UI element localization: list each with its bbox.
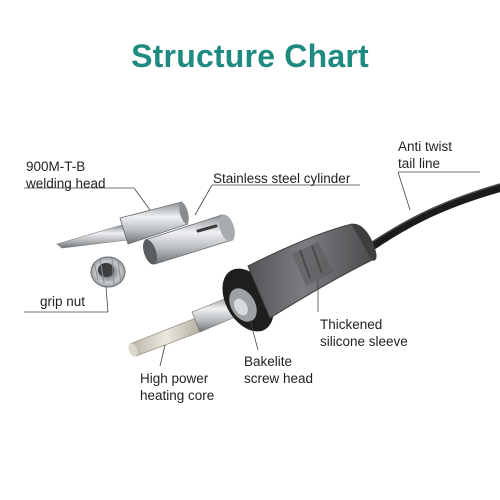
heating-core-label: High power heating core bbox=[140, 371, 215, 403]
welding-tip bbox=[56, 201, 189, 249]
heating-core bbox=[128, 317, 203, 357]
grip-nut-label: grip nut bbox=[40, 294, 86, 309]
grip-nut bbox=[90, 256, 126, 288]
tail-line-label: Anti twist tail line bbox=[398, 139, 453, 171]
bakelite-label: Bakelite screw head bbox=[244, 354, 314, 386]
cylinder-label: Stainless steel cylinder bbox=[213, 171, 351, 186]
page-title: Structure Chart bbox=[131, 38, 369, 74]
silicone-handle bbox=[247, 223, 377, 319]
welding-head-label: 900M-T-B welding head bbox=[26, 159, 106, 191]
steel-cylinder bbox=[143, 214, 235, 265]
sleeve-label: Thickened silicone sleeve bbox=[320, 317, 408, 349]
leader-lines bbox=[24, 171, 480, 367]
